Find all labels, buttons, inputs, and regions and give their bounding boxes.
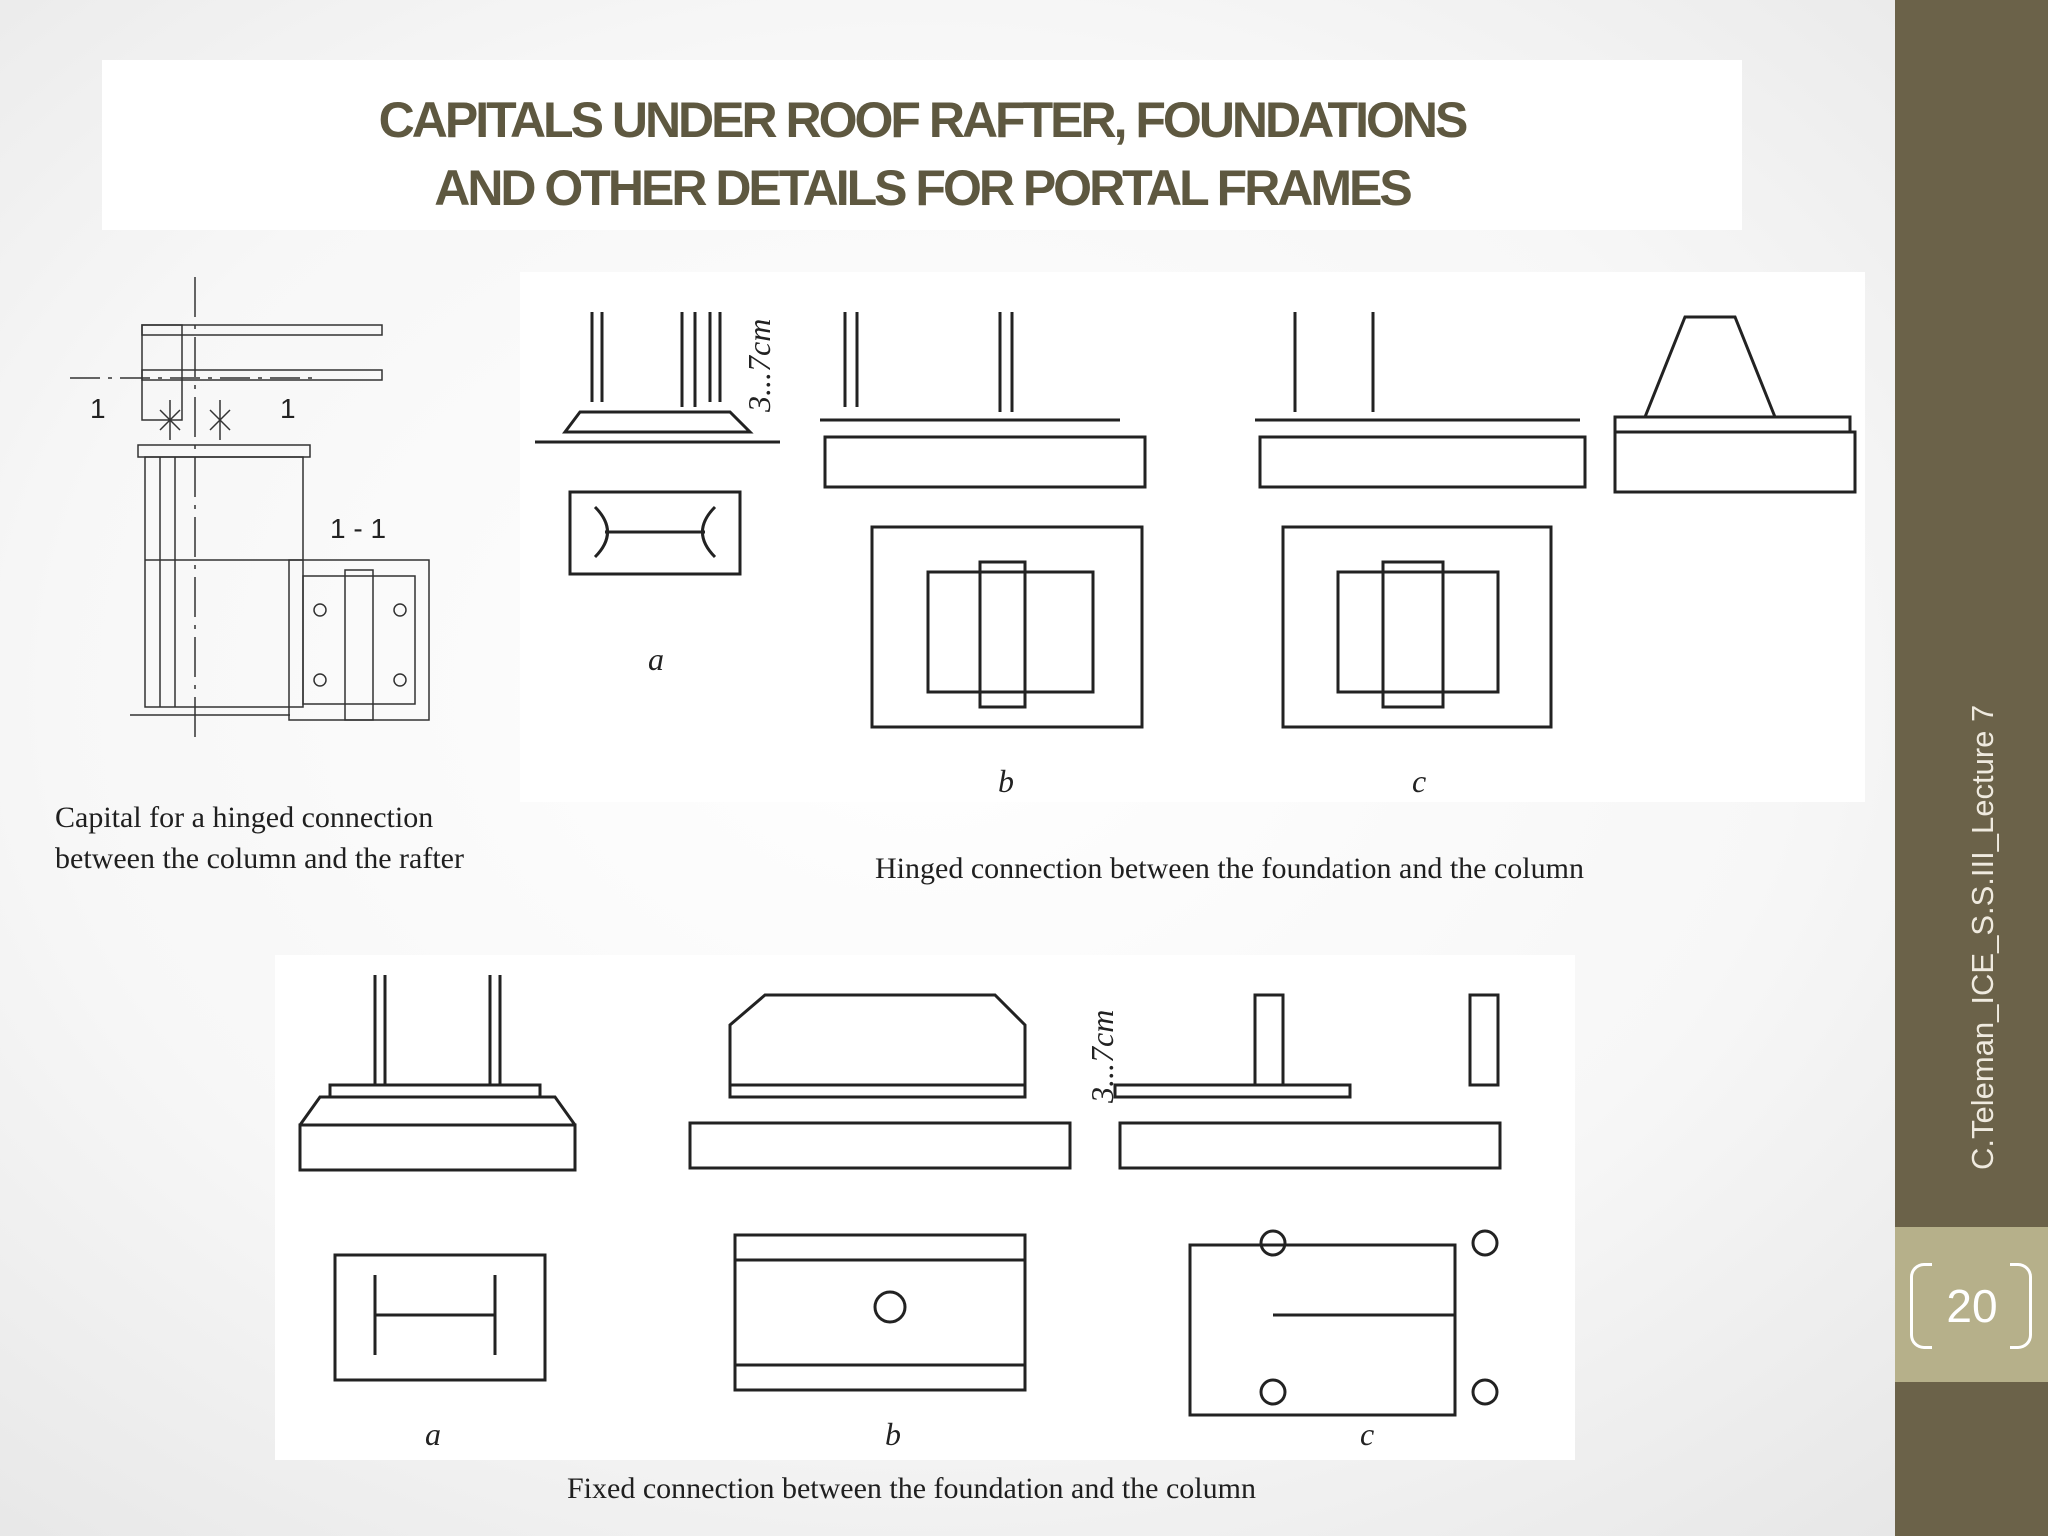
title-line-1: CAPITALS UNDER ROOF RAFTER, FOUNDATIONS — [378, 92, 1469, 148]
capital-caption: Capital for a hinged connection between … — [55, 797, 464, 879]
hinged-caption: Hinged connection between the foundation… — [875, 852, 1584, 885]
fixed-label-c: c — [1360, 1416, 1374, 1452]
section-label: 1 - 1 — [330, 513, 386, 544]
hinged-label-b: b — [998, 763, 1014, 799]
right-brace-icon — [2010, 1263, 2032, 1349]
section-mark-left: 1 — [90, 393, 106, 424]
fixed-caption: Fixed connection between the foundation … — [567, 1472, 1256, 1505]
title-background — [102, 60, 1742, 230]
hinged-dimension: 3...7cm — [741, 319, 777, 413]
hinged-drawing: a b c 3...7cm — [535, 312, 1857, 799]
hinged-drawing-area — [520, 272, 1865, 802]
hinged-label-c: c — [1412, 763, 1426, 799]
page-number-block — [1895, 1227, 2048, 1382]
capital-caption-line-2: between the column and the rafter — [55, 842, 464, 875]
sidebar — [1895, 0, 2048, 1536]
fixed-label-b: b — [885, 1416, 901, 1452]
fixed-label-a: a — [425, 1416, 441, 1452]
fixed-drawing-area — [275, 955, 1575, 1460]
capital-caption-line-1: Capital for a hinged connection — [55, 801, 434, 834]
page-number: 20 — [1946, 1280, 1998, 1332]
side-text: C.Teleman_ICE_S.S.III_Lecture 7 — [1965, 704, 2000, 1170]
hinged-label-a: a — [648, 641, 664, 677]
title-line-2: AND OTHER DETAILS FOR PORTAL FRAMES — [434, 160, 1413, 216]
section-mark-right: 1 — [280, 393, 296, 424]
slide-title: CAPITALS UNDER ROOF RAFTER, FOUNDATIONS … — [102, 86, 1742, 222]
left-brace-icon — [1910, 1263, 1932, 1349]
fixed-dimension: 3...7cm — [1084, 1010, 1120, 1104]
fixed-drawing: a b c 3...7cm — [298, 975, 1502, 1452]
capital-drawing: 1 1 1 - 1 — [70, 277, 430, 740]
